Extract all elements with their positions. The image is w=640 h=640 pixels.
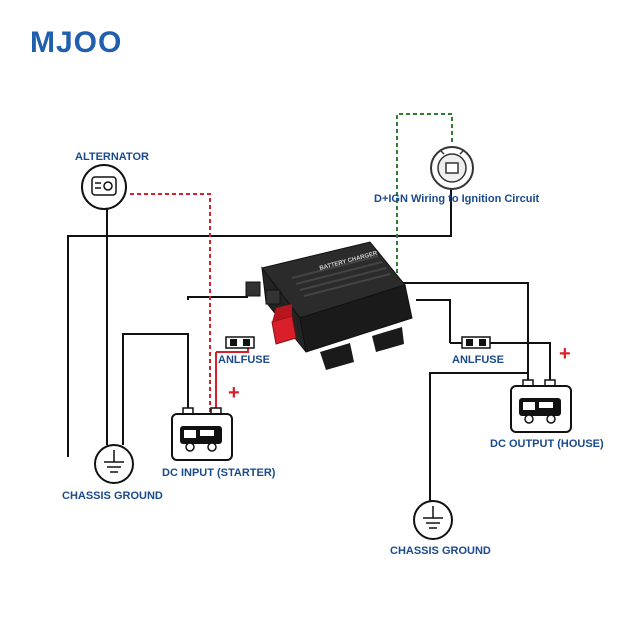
fuse-right-icon [461,336,491,349]
ignition-label: D+IGN Wiring to Ignition Circuit [374,193,540,205]
dc-output-label: DC OUTPUT (HOUSE) [490,438,604,450]
chassis-ground-right-icon [413,500,453,540]
fuse-left-label: ANLFUSE [218,354,270,366]
chassis-ground-left-icon [94,444,134,484]
battery-charger-device [245,241,413,370]
fuse-right-label: ANLFUSE [452,354,504,366]
fuse-left-icon [225,336,255,349]
alternator-symbol [81,164,127,210]
chassis-ground-left-label: CHASSIS GROUND [62,490,163,502]
starter-battery-icon [171,407,233,461]
alternator-label: ALTERNATOR [75,151,149,163]
dc-input-label: DC INPUT (STARTER) [162,467,276,479]
positive-marker-right: + [559,343,571,365]
ignition-switch-icon [430,146,474,190]
house-battery-icon [510,379,572,433]
brand-logo: MJOO [30,26,123,59]
chassis-ground-right-label: CHASSIS GROUND [390,545,491,557]
positive-marker-left: + [228,382,240,404]
